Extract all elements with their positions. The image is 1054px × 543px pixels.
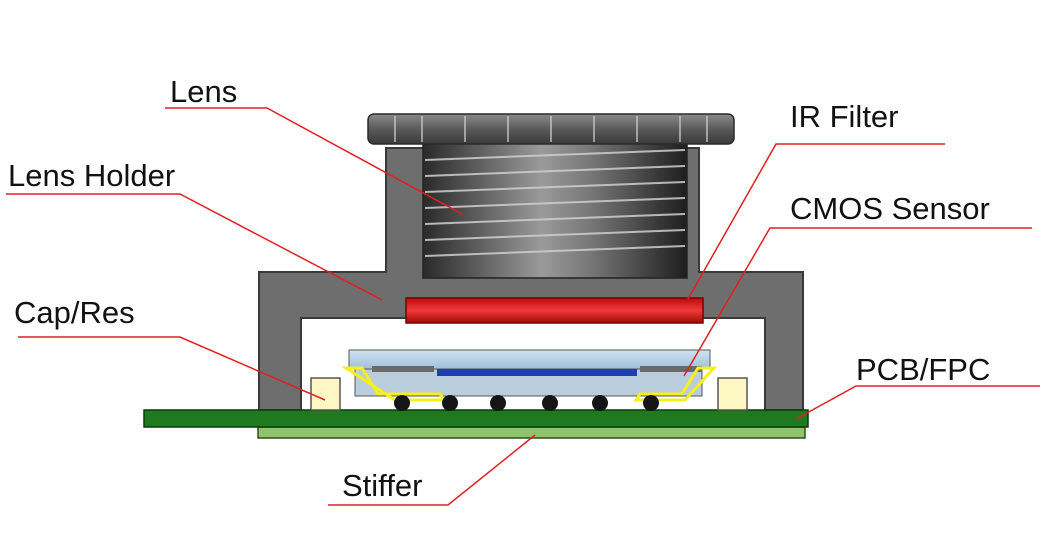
cmos-sensor-package xyxy=(340,349,718,411)
solder-balls xyxy=(394,395,659,411)
leader-pcb-fpc xyxy=(795,385,1040,420)
lens-cap xyxy=(367,113,735,145)
stiffener xyxy=(257,426,806,439)
leader-cap-res xyxy=(18,336,326,401)
cmos-sensor-die xyxy=(437,369,637,376)
leader-cmos-sensor xyxy=(683,227,1032,377)
leader-lens xyxy=(165,107,463,215)
leader-ir-filter xyxy=(687,143,945,300)
label-lens: Lens xyxy=(170,74,237,109)
leader-lens-holder xyxy=(6,193,383,301)
label-stiffer: Stiffer xyxy=(342,468,422,503)
leader-stiffer xyxy=(328,434,536,506)
label-ir-filter: IR Filter xyxy=(790,99,899,134)
leader-lines xyxy=(6,107,1040,506)
label-pcb-fpc: PCB/FPC xyxy=(856,352,990,387)
lens-barrel xyxy=(422,137,688,279)
capacitor-right xyxy=(717,377,748,411)
label-lens-holder: Lens Holder xyxy=(8,158,175,193)
ir-filter xyxy=(405,297,704,324)
label-cap-res: Cap/Res xyxy=(14,295,135,330)
capacitor-left xyxy=(310,377,341,411)
pcb-board xyxy=(143,409,809,428)
label-cmos-sensor: CMOS Sensor xyxy=(790,191,990,226)
